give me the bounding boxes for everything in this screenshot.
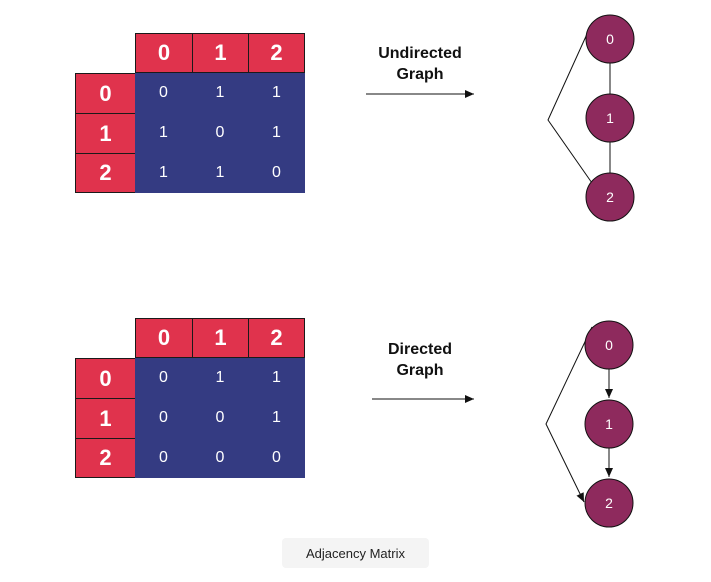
directed-label-line2: Graph: [396, 362, 444, 379]
undirected-cell: 1: [135, 153, 192, 193]
directed-label-line1: Directed: [387, 341, 453, 358]
undirected-node-label: 2: [606, 189, 614, 205]
undirected-node-0: 0: [585, 14, 635, 64]
directed-node-label: 2: [605, 495, 613, 511]
undirected-node-2: 2: [585, 172, 635, 222]
undirected-cell: 1: [248, 113, 305, 153]
undirected-cell: 0: [248, 153, 305, 193]
undirected-col-header: 2: [248, 33, 305, 73]
directed-graph-label: Directed Graph: [360, 339, 480, 381]
directed-cell: 0: [192, 438, 248, 478]
directed-row-header: 0: [75, 358, 136, 399]
directed-node-1: 1: [584, 399, 634, 449]
directed-cell: 0: [135, 438, 192, 478]
directed-row-header: 2: [75, 438, 136, 478]
caption: Adjacency Matrix: [282, 538, 429, 568]
undirected-col-header: 0: [135, 33, 193, 73]
undirected-graph-label: Undirected Graph: [360, 43, 480, 85]
directed-row-header: 1: [75, 398, 136, 439]
directed-node-2: 2: [584, 478, 634, 528]
undirected-row-header: 1: [75, 113, 136, 154]
undirected-edge-0-2: [547, 22, 593, 184]
directed-cell: 0: [248, 438, 305, 478]
undirected-cell: 1: [192, 73, 248, 113]
directed-col-header: 2: [248, 318, 305, 358]
undirected-label-line2: Graph: [396, 66, 444, 83]
undirected-cell: 1: [192, 153, 248, 193]
directed-node-label: 1: [605, 416, 613, 432]
undirected-label-line1: Undirected: [378, 45, 462, 62]
directed-col-header: 0: [135, 318, 193, 358]
directed-cell: 1: [248, 398, 305, 438]
directed-cell: 1: [192, 358, 248, 398]
undirected-node-label: 1: [606, 110, 614, 126]
directed-node-0: 0: [584, 320, 634, 370]
undirected-cell: 1: [135, 113, 192, 153]
undirected-cell: 1: [248, 73, 305, 113]
undirected-node-1: 1: [585, 93, 635, 143]
undirected-cell: 0: [192, 113, 248, 153]
undirected-cell: 0: [135, 73, 192, 113]
directed-cell: 0: [135, 398, 192, 438]
directed-cell: 0: [135, 358, 192, 398]
directed-cell: 1: [248, 358, 305, 398]
directed-node-label: 0: [605, 337, 613, 353]
directed-cell: 0: [192, 398, 248, 438]
undirected-node-label: 0: [606, 31, 614, 47]
directed-edge-0-2: [545, 326, 593, 503]
